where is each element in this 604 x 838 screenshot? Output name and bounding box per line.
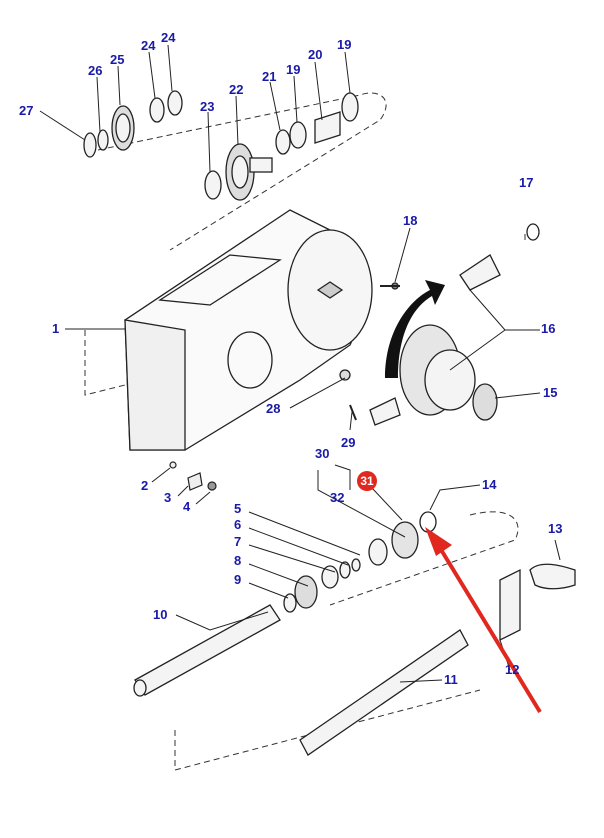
callout-16: 16: [541, 321, 556, 336]
callout-20: 20: [308, 47, 323, 62]
transmission-housing: [124, 209, 399, 451]
callout-5: 5: [234, 501, 242, 516]
highlighted-callout-31: 31: [357, 471, 377, 491]
callout-11: 11: [444, 672, 458, 687]
red-pointer-arrow: [425, 527, 542, 714]
callout-29: 29: [341, 435, 356, 450]
crown-wheel-and-pinion: [369, 223, 540, 426]
callout-14: 14: [482, 477, 497, 492]
callout-17: 17: [519, 175, 534, 190]
callout-7: 7: [234, 534, 242, 549]
callout-28: 28: [266, 401, 281, 416]
dashed-guide-lines: [84, 92, 526, 771]
callout-21: 21: [262, 69, 277, 84]
rotation-arrow: [385, 280, 445, 378]
upper-gear-set: [83, 90, 359, 201]
callout-24a: 24: [141, 38, 156, 53]
callout-9: 9: [234, 572, 242, 587]
callout-26: 26: [88, 63, 103, 78]
callout-27: 27: [19, 103, 34, 118]
callout-4: 4: [183, 499, 191, 514]
callout-15: 15: [543, 385, 558, 400]
callout-2: 2: [141, 478, 149, 493]
small-hardware: [169, 285, 400, 491]
callout-24b: 24: [161, 30, 176, 45]
callout-19a: 19: [337, 37, 352, 52]
callout-22: 22: [229, 82, 244, 97]
callout-6: 6: [234, 517, 242, 532]
callout-30: 30: [315, 446, 330, 461]
callout-25: 25: [110, 52, 125, 67]
callout-8: 8: [234, 553, 242, 568]
callout-32: 32: [330, 490, 345, 505]
callout-10: 10: [153, 607, 168, 622]
callout-1: 1: [52, 321, 60, 336]
callout-19b: 19: [286, 62, 301, 77]
callout-23: 23: [200, 99, 215, 114]
callout-18: 18: [403, 213, 418, 228]
callout-12: 12: [505, 662, 520, 677]
callout-13: 13: [548, 521, 563, 536]
callout-3: 3: [164, 490, 172, 505]
shaft-assembly: [133, 511, 576, 756]
